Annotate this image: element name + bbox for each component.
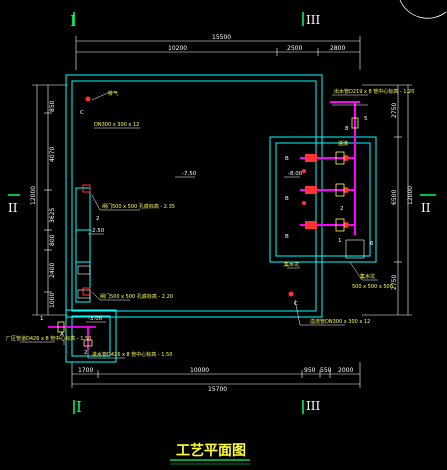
dim-bottom-total: 15700: [208, 386, 227, 393]
dim-left-c: 3625: [49, 208, 56, 223]
bubble-6: 6: [370, 241, 374, 247]
note-pump-base: 500 x 500 x 500: [352, 284, 393, 290]
note-vent-top: 排气: [108, 90, 118, 97]
bubble-1: 1: [338, 238, 342, 244]
leader-lines: [20, 91, 378, 359]
dim-left-e: 2400: [49, 263, 56, 278]
dim-left-total: 12000: [30, 186, 37, 205]
svg-text:III: III: [306, 399, 320, 413]
note-overflow: 溢流: [338, 140, 348, 147]
inlet-valve-2: [83, 339, 93, 347]
bubble-a-left: A: [60, 332, 64, 338]
bubble-2-bottom: 2: [84, 350, 88, 356]
dim-bottom-b: 10000: [190, 367, 209, 374]
section-marker-I-bottom: I: [73, 398, 82, 416]
pipe-tees: [335, 117, 359, 232]
dim-right-a: 2750: [391, 103, 398, 118]
left-chamber: [65, 309, 117, 363]
svg-text:I: I: [76, 398, 82, 416]
dim-left-d: 800: [49, 234, 56, 246]
svg-text:III: III: [306, 13, 320, 27]
level-main: -7.50: [182, 171, 197, 177]
corner-arc: [399, 0, 447, 19]
level-lower: -3.00: [88, 316, 103, 322]
inlet-valve: [57, 321, 65, 333]
note-door-2: 闸门500 x 500 孔底标高 - 2.20: [100, 293, 173, 300]
section-marker-III-bottom: III: [302, 399, 320, 414]
section-marker-II-right: II: [420, 194, 436, 215]
bubble-b-3: B: [285, 234, 289, 240]
svg-text:II: II: [421, 201, 431, 215]
dim-bottom-e: 2000: [338, 367, 353, 374]
level-mid: -2.50: [90, 228, 105, 234]
dim-bottom-a: 1700: [78, 367, 93, 374]
dimension-right: [362, 84, 412, 316]
dim-right-total: 12000: [407, 186, 414, 205]
note-door-1: 闸门500 x 500 孔底标高 - 2.35: [102, 203, 175, 210]
note-pipe-bottom: 溢流管DN300 x 300 x 12: [310, 318, 370, 325]
section-marker-I-top: I: [70, 12, 76, 30]
drawing-title: 工艺平面图: [176, 442, 246, 459]
section-marker-II-left: II: [8, 194, 20, 215]
bubble-b-2: B: [285, 196, 289, 202]
dimension-top: [75, 36, 361, 70]
level-markers: [86, 176, 300, 323]
bubble-b-1: B: [285, 156, 289, 162]
bubble-8: 8: [345, 126, 349, 132]
svg-text:II: II: [8, 201, 18, 215]
note-pump-label: 集水坑: [360, 273, 375, 280]
dim-right-c: 2750: [391, 275, 398, 290]
dimension-left: [32, 84, 68, 316]
dim-bottom-c: 950: [304, 367, 316, 374]
note-inlet-bottom: 进水管D426 x 8 管中心标高 - 1.50: [92, 351, 172, 358]
pump-units: [305, 154, 349, 229]
dim-right-b: 6500: [391, 190, 398, 205]
dim-bottom-d: 550: [320, 367, 332, 374]
bubble-c-top: C: [80, 110, 84, 116]
dim-left-a: 850: [49, 100, 56, 112]
sump-pit: [345, 239, 365, 259]
note-pipe-top: DN300 x 300 x 12: [94, 122, 139, 128]
leader-dots: [85, 96, 306, 297]
note-inlet-left: 厂区管道D426 x 8 管中心标高 - 1.50: [6, 335, 91, 342]
svg-text:I: I: [70, 12, 76, 30]
dim-top-a: 10200: [168, 45, 187, 52]
bubble-2-mid: 2: [96, 216, 100, 222]
gate-markers: [77, 184, 91, 299]
dim-top-total: 15500: [212, 34, 231, 41]
dim-left-f: 1000: [49, 293, 56, 308]
note-outlet-pipe: 出水管D219 x 8 管中心标高 - 1.20: [334, 88, 414, 95]
level-inner: -8.00: [288, 171, 303, 177]
tank-outer-wall: [65, 74, 323, 318]
note-pump-pit: 集水坑: [284, 261, 299, 268]
dim-top-b: 2500: [287, 45, 302, 52]
bubble-1-left: 1: [40, 316, 44, 322]
bubble-2: 2: [340, 206, 344, 212]
section-marker-III-top: III: [302, 12, 320, 27]
dim-left-b: 4070: [49, 147, 56, 162]
bubble-c-bottom: C: [294, 301, 298, 307]
pump-room: [269, 136, 377, 263]
dimension-bottom: [71, 362, 361, 388]
bubble-5: 5: [364, 116, 368, 122]
dim-top-c: 2800: [330, 45, 345, 52]
